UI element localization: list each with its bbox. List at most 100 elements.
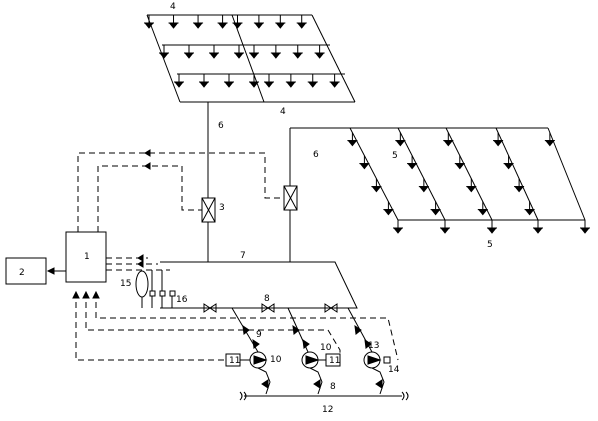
label-suction-pipe: 12 xyxy=(322,405,333,415)
suction-header xyxy=(239,391,409,401)
pressure-switches xyxy=(149,270,176,308)
array-slanted-branch xyxy=(445,127,493,221)
array-slanted-branch xyxy=(397,127,446,221)
sprinkler-head-icon xyxy=(285,74,296,88)
sprinkler-head-icon xyxy=(292,45,303,59)
sprinkler-head-icon xyxy=(208,45,220,59)
label-flow-switch: 14 xyxy=(388,365,400,375)
signal-lines-dashed xyxy=(72,149,399,361)
sprinkler-head-icon xyxy=(544,132,555,147)
sprinkler-head-icon xyxy=(198,74,210,88)
sprinkler-head-icon xyxy=(270,45,281,59)
motor-left xyxy=(225,353,250,367)
sprinkler-head-icon xyxy=(275,15,286,29)
alarm-valve-left xyxy=(201,197,216,223)
sprinkler-head-icon xyxy=(217,15,228,29)
sprinkler-head-icon xyxy=(466,178,477,193)
sprinkler-head-icon xyxy=(524,201,535,216)
sprinkler-array-right xyxy=(347,127,591,234)
sprinkler-head-icon xyxy=(263,74,275,88)
pump-right xyxy=(363,351,382,369)
label-pressure-tank: 15 xyxy=(120,279,131,289)
riser-pipes xyxy=(207,102,355,262)
controller-box xyxy=(65,231,107,283)
alarm-valve-right xyxy=(283,185,298,211)
array-slanted-branch xyxy=(495,127,539,221)
label-motor-middle: 11 xyxy=(329,356,340,366)
sprinkler-head-icon xyxy=(173,74,185,88)
sprinkler-head-icon xyxy=(486,220,498,234)
array-slanted-branch xyxy=(547,127,586,221)
sprinkler-head-icon xyxy=(143,15,155,29)
sprinkler-head-icon xyxy=(371,178,382,193)
label-controller: 1 xyxy=(84,252,90,262)
sprinkler-head-icon xyxy=(439,220,451,234)
sprinkler-head-icon xyxy=(407,155,418,170)
arrow-to-monitor xyxy=(46,267,55,275)
pump-branches xyxy=(231,307,373,353)
sprinkler-head-icon xyxy=(314,45,325,59)
sprinkler-head-icon xyxy=(493,132,504,147)
sprinkler-array-top xyxy=(143,14,356,103)
label-array-right-mid: 5 xyxy=(392,151,398,161)
label-riser-right: 6 xyxy=(313,150,319,160)
sprinkler-head-icon xyxy=(383,201,394,216)
sprinkler-head-icon xyxy=(392,220,404,234)
label-pump-left: 10 xyxy=(270,355,282,365)
sprinkler-head-icon xyxy=(296,15,307,29)
label-pump-middle: 10 xyxy=(320,343,332,353)
label-alarm-valve: 3 xyxy=(219,203,225,213)
flow-switch xyxy=(383,356,391,364)
label-pump-right: 13 xyxy=(368,341,379,351)
motor-middle xyxy=(318,353,341,367)
label-riser-left: 6 xyxy=(218,121,224,131)
sprinkler-head-icon xyxy=(183,45,195,59)
monitor-box xyxy=(5,257,47,285)
array-slanted-branch xyxy=(349,127,399,221)
sprinkler-head-icon xyxy=(503,155,514,170)
sprinkler-head-icon xyxy=(232,15,243,29)
sprinkler-head-icon xyxy=(233,45,245,59)
sprinkler-head-icon xyxy=(223,74,235,88)
sprinkler-head-icon xyxy=(443,132,454,147)
sprinkler-head-icon xyxy=(248,45,260,59)
pressure-tank xyxy=(135,270,149,308)
array-edge-left xyxy=(146,14,181,103)
sprinkler-head-icon xyxy=(579,220,591,234)
label-sprinkler-group-top: 4 xyxy=(170,2,176,12)
suction-pipes xyxy=(257,367,385,395)
sprinkler-head-icon xyxy=(248,74,260,88)
pump-left xyxy=(249,351,268,369)
sprinkler-head-icon xyxy=(359,155,370,170)
sprinkler-head-icon xyxy=(168,15,179,29)
sprinkler-head-icon xyxy=(193,15,204,29)
sprinkler-head-icon xyxy=(532,220,544,234)
gate-valves-main xyxy=(203,303,338,313)
label-main-pipe: 7 xyxy=(240,251,246,261)
sprinkler-head-icon xyxy=(430,201,441,216)
sprinkler-head-icon xyxy=(158,45,170,59)
label-monitor: 2 xyxy=(19,268,25,278)
label-motor-left: 11 xyxy=(229,356,240,366)
sprinkler-head-icon xyxy=(418,178,429,193)
sprinkler-head-icon xyxy=(514,178,525,193)
sprinkler-head-icon xyxy=(253,15,264,29)
label-sprinkler-group-bottom: 4 xyxy=(280,107,286,117)
sprinkler-head-icon xyxy=(307,74,318,88)
label-pressure-switch: 16 xyxy=(176,295,188,305)
sprinkler-head-icon xyxy=(477,201,488,216)
sprinkler-head-icon xyxy=(454,155,465,170)
main-distribution-pipe xyxy=(160,261,358,309)
array-divider xyxy=(231,14,265,103)
sprinkler-head-icon xyxy=(395,132,406,147)
sprinkler-head-icon xyxy=(329,74,340,88)
sprinkler-head-icon xyxy=(347,132,358,147)
array-edge-right xyxy=(311,14,356,103)
label-check-valve: 9 xyxy=(256,330,262,340)
pump-middle xyxy=(301,351,320,369)
label-array-right-bottom: 5 xyxy=(487,240,493,250)
label-gate-valve-pump: 8 xyxy=(330,382,336,392)
label-gate-valve-main: 8 xyxy=(264,294,270,304)
